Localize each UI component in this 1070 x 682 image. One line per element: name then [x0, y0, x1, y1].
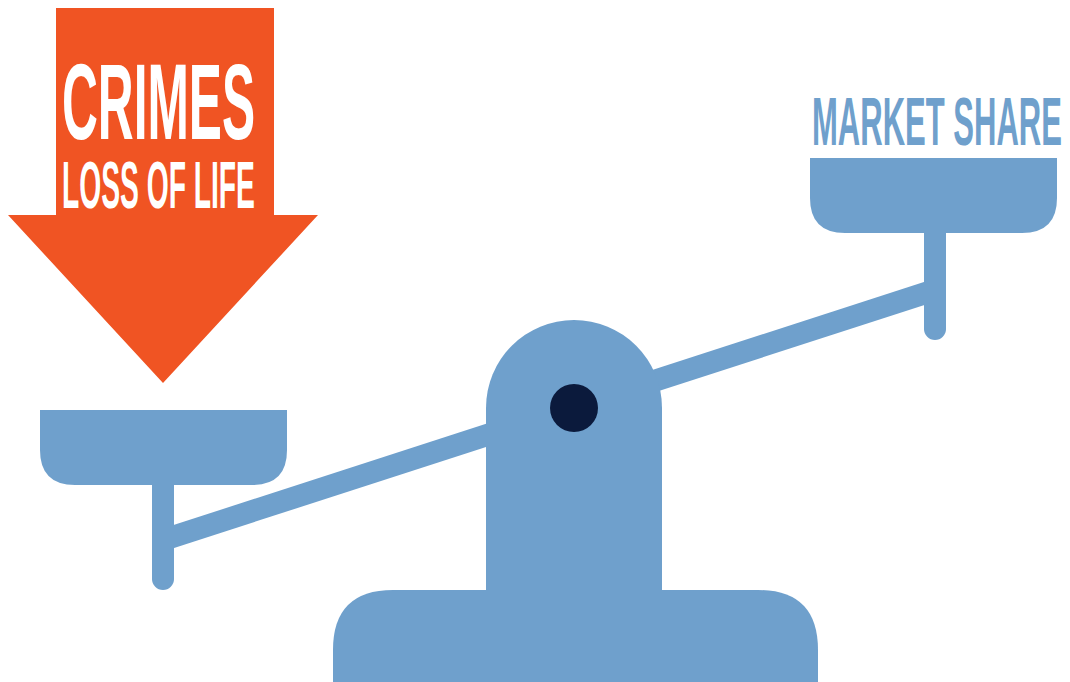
pan-label: MARKET SHARE [812, 87, 1062, 155]
right-hanger [924, 222, 946, 340]
arrow-shape: CRIMESLOSS OF LIFE [8, 8, 318, 384]
pivot-dot [550, 384, 598, 432]
arrow-fill [8, 8, 318, 383]
node-body: LOSS OF LIFE [62, 151, 255, 218]
node-heading: CRIMES [62, 48, 255, 156]
scale-base [333, 590, 818, 682]
left-pan [40, 410, 287, 485]
left-hanger [152, 470, 174, 590]
scale-post [486, 320, 662, 600]
right-pan [810, 158, 1057, 233]
